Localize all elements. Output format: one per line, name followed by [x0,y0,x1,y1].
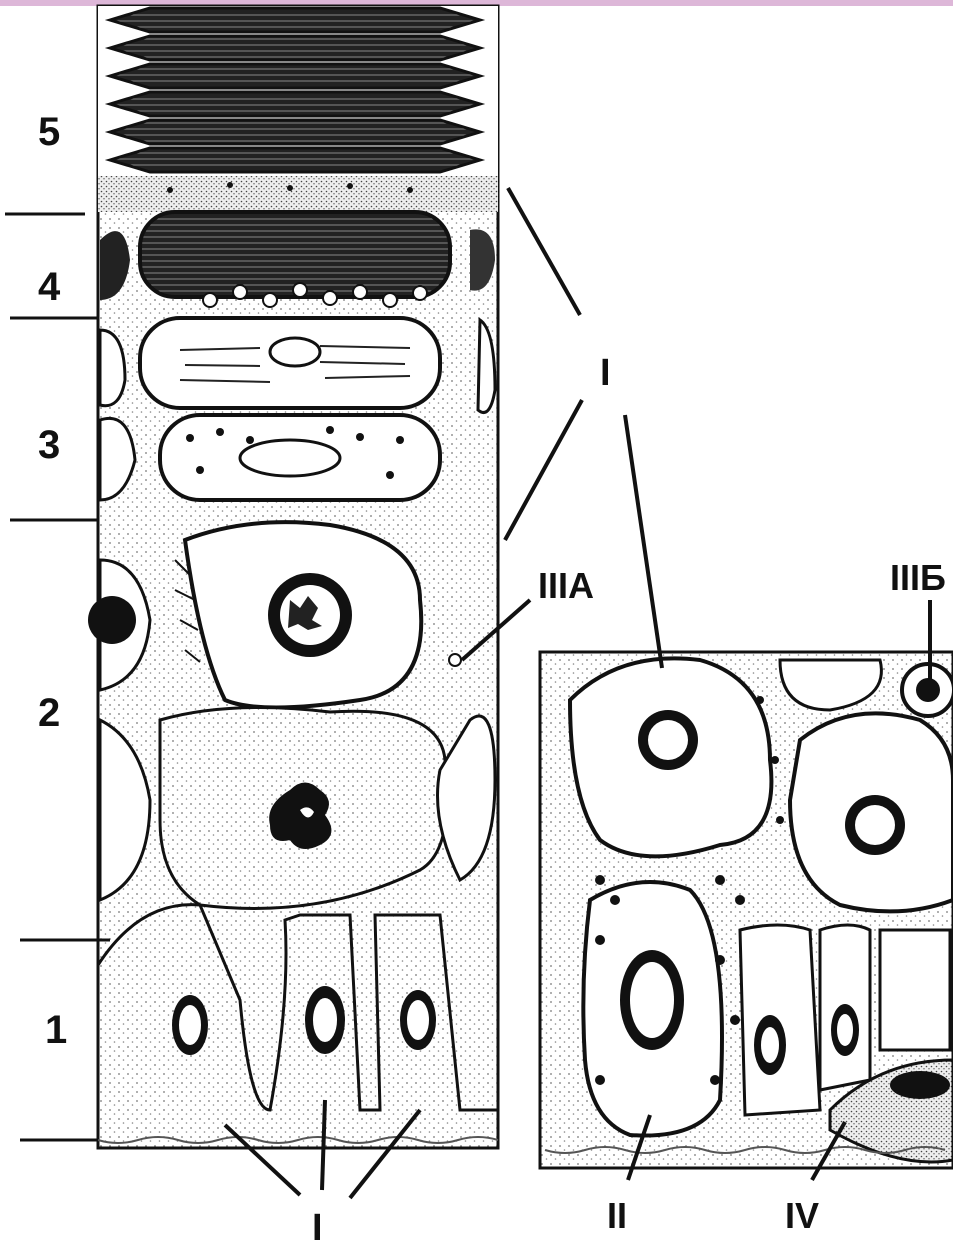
stratum-corneum [98,6,498,212]
label-II: II [607,1195,627,1236]
layer-4-label: 4 [38,265,61,309]
label-IV: IV [785,1195,819,1236]
label-I-upper: I [600,352,611,394]
layer-boundaries [5,214,110,1140]
left-panel: 5 4 3 2 1 [5,6,498,1148]
layer-1-label: 1 [45,1008,67,1052]
layer-2-label: 2 [38,691,60,735]
layer-5-label: 5 [38,110,60,154]
stratum-basale [98,905,498,1148]
label-IIIA: IIIA [538,565,594,606]
label-IIIB: IIIБ [890,557,946,598]
right-panel [540,652,953,1168]
layer-3-label: 3 [38,423,60,467]
label-I-lower: I [312,1207,323,1249]
